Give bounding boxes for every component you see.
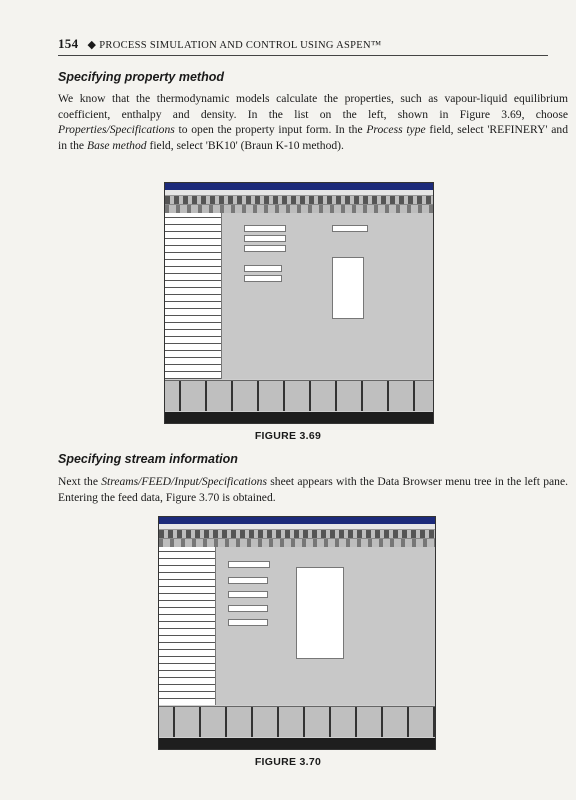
text: field, select 'REFINERY' and in the [58, 123, 569, 152]
form-field [244, 245, 286, 252]
properties-form [222, 213, 433, 379]
model-palette [159, 706, 435, 737]
form-field [228, 619, 268, 626]
model-palette [165, 380, 433, 411]
emphasis: Properties/Specifications [58, 123, 175, 136]
page-number: 154 [58, 36, 79, 51]
window-workarea [159, 547, 435, 705]
taskbar [165, 412, 433, 423]
form-field [244, 235, 286, 242]
taskbar [159, 738, 435, 749]
text: field, select 'BK10' (Braun K-10 method)… [146, 138, 344, 152]
paragraph-property-method: We know that the thermodynamic models ca… [58, 91, 568, 153]
window-workarea [165, 213, 433, 379]
section-heading-property-method: Specifying property method [58, 70, 224, 84]
form-field [244, 265, 282, 272]
stream-input-form [216, 547, 435, 705]
data-browser-tree [165, 213, 222, 379]
form-field [228, 605, 268, 612]
form-field [244, 225, 286, 232]
form-field [244, 275, 282, 282]
composition-table [296, 567, 344, 659]
form-field [332, 225, 368, 232]
data-browser-tree [159, 547, 216, 705]
emphasis: Streams/FEED/Input/Specifications [101, 475, 267, 488]
form-field [228, 577, 268, 584]
paragraph-stream-info: Next the Streams/FEED/Input/Specificatio… [58, 474, 568, 505]
window-titlebar [159, 517, 435, 524]
text: Next the [58, 475, 102, 488]
figure-caption: FIGURE 3.70 [254, 756, 322, 768]
form-field [228, 561, 270, 568]
window-toolbar [159, 530, 435, 539]
figure-3-69-screenshot [164, 182, 434, 424]
form-list [332, 257, 364, 319]
text: We know that the thermodynamic models ca… [58, 92, 568, 121]
figure-3-70-screenshot [158, 516, 436, 750]
section-heading-stream-info: Specifying stream information [58, 452, 238, 466]
window-toolbar [165, 196, 433, 205]
window-menubar [159, 524, 435, 530]
running-title: PROCESS SIMULATION AND CONTROL USING ASP… [99, 40, 382, 51]
running-head: 154 ◆ PROCESS SIMULATION AND CONTROL USI… [58, 36, 548, 56]
form-field [228, 591, 268, 598]
separator-glyph: ◆ [87, 39, 97, 51]
window-menubar [165, 190, 433, 196]
text: sheet appears with the Data Browser menu… [58, 475, 568, 504]
window-titlebar [165, 183, 433, 190]
emphasis: Process type [366, 123, 426, 136]
emphasis: Base method [86, 138, 147, 152]
figure-caption: FIGURE 3.69 [254, 430, 322, 442]
text: to open the property input form. In the [174, 123, 367, 136]
